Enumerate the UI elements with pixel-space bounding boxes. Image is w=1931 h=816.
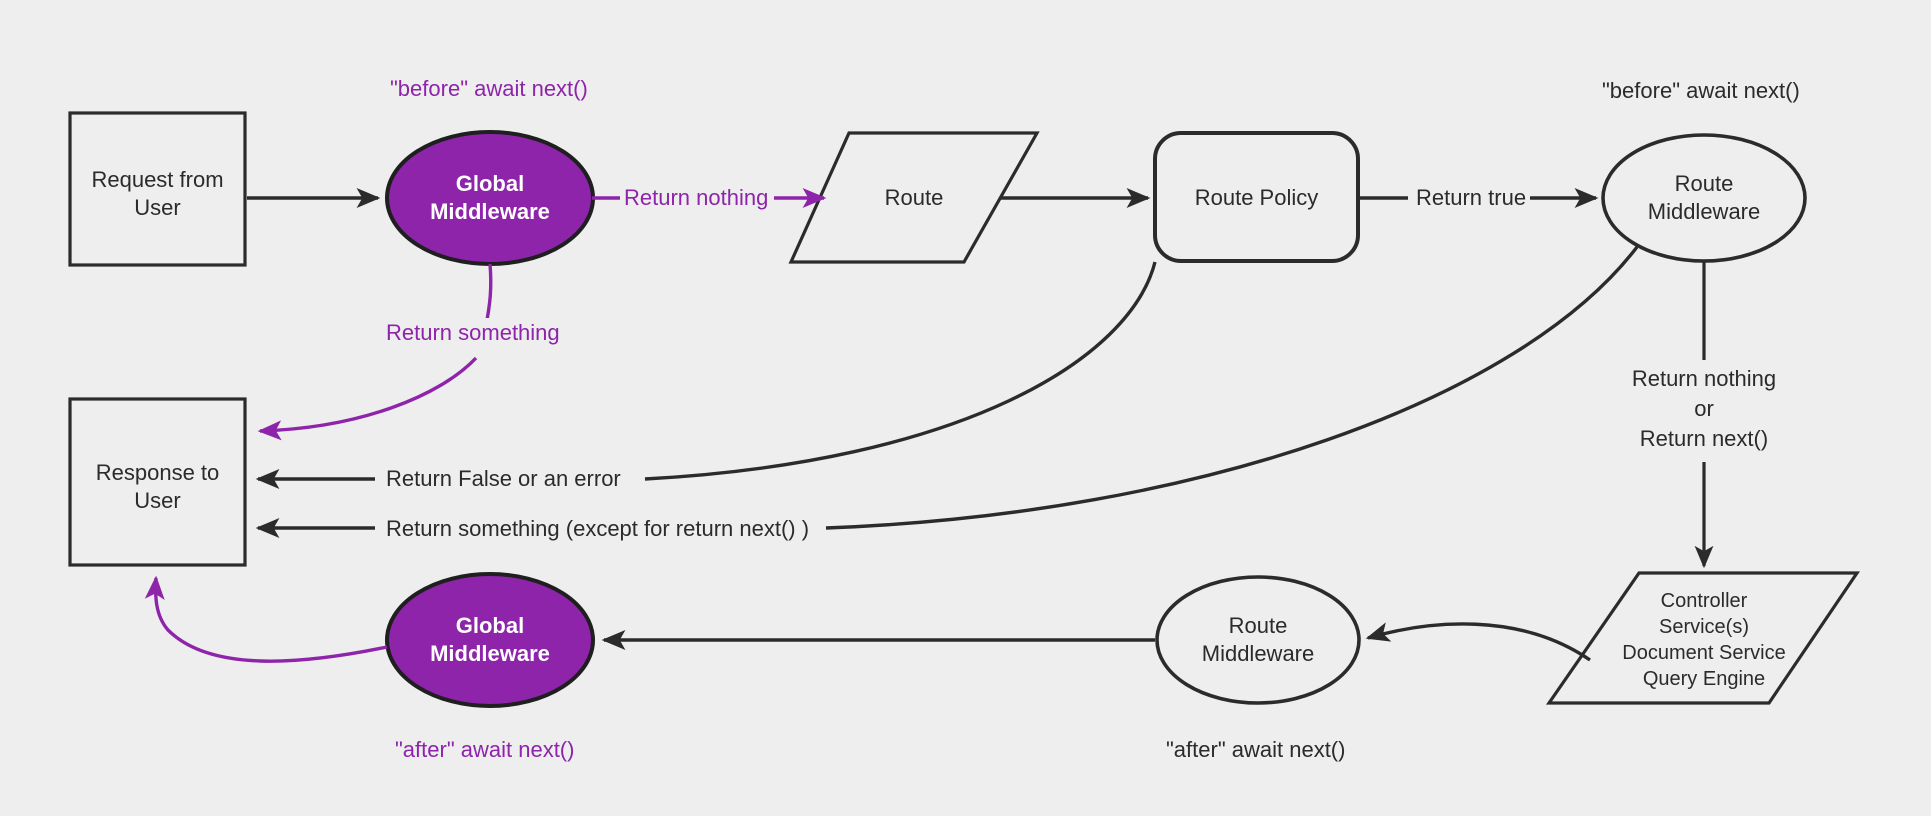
node-route-middleware-top-shape[interactable] bbox=[1601, 133, 1807, 263]
return-nothing-or-next-line-1: Return nothing bbox=[1631, 366, 1777, 391]
edge-global-middleware-top-to-response-lower bbox=[257, 356, 478, 441]
edge-label-return-nothing-or-next: Return nothing or Return next() bbox=[1604, 364, 1804, 454]
node-global-middleware-top-shape[interactable] bbox=[385, 130, 595, 266]
annotation-after-await-next-route: "after" await next() bbox=[1162, 735, 1350, 765]
edge-label-return-nothing: Return nothing bbox=[620, 183, 773, 213]
edge-route-policy-to-response-curve bbox=[644, 261, 1157, 481]
annotation-before-await-next-global: "before" await next() bbox=[386, 74, 592, 104]
node-route-middleware-bottom-shape[interactable] bbox=[1155, 575, 1361, 705]
edge-label-return-true: Return true bbox=[1412, 183, 1531, 213]
node-request-from-user-shape[interactable] bbox=[68, 111, 247, 267]
return-nothing-or-next-line-3: Return next() bbox=[1639, 426, 1769, 451]
edge-route-middleware-to-response-curve bbox=[825, 245, 1639, 530]
node-global-middleware-bottom-shape[interactable] bbox=[385, 572, 595, 708]
edge-label-return-something: Return something bbox=[382, 318, 564, 348]
edge-label-return-something-except: Return something (except for return next… bbox=[382, 514, 814, 544]
node-route-policy-shape[interactable] bbox=[1153, 131, 1360, 263]
edge-label-return-false-or-error: Return False or an error bbox=[382, 464, 625, 494]
edge-global-middleware-bottom-to-response bbox=[144, 575, 388, 663]
edge-global-middleware-top-to-response-upper bbox=[484, 263, 493, 326]
annotation-after-await-next-global: "after" await next() bbox=[391, 735, 579, 765]
node-response-to-user-shape[interactable] bbox=[68, 397, 247, 567]
node-route-shape[interactable] bbox=[788, 131, 1040, 264]
node-controller-services-shape[interactable] bbox=[1545, 571, 1861, 705]
return-nothing-or-next-line-2: or bbox=[1694, 396, 1714, 421]
edge-controller-to-route-middleware-bottom bbox=[1365, 622, 1591, 662]
annotation-before-await-next-route: "before" await next() bbox=[1598, 76, 1804, 106]
